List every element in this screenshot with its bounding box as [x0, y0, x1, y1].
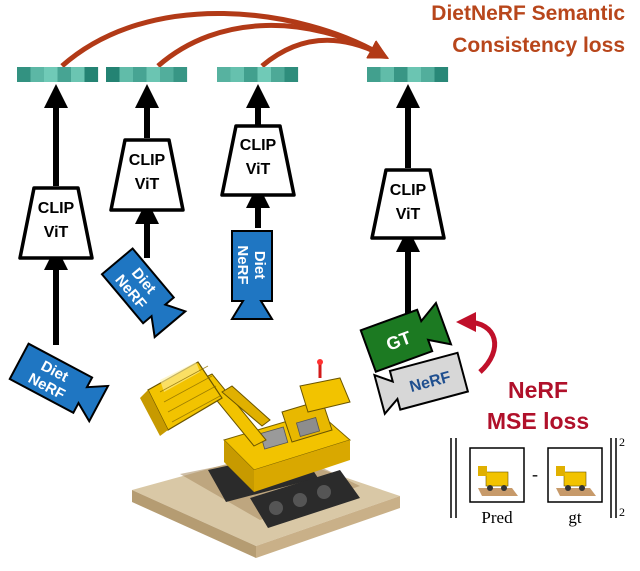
gt-label: gt [568, 508, 582, 527]
embedding-bar-4 [367, 67, 449, 82]
embedding-cell [71, 67, 85, 82]
clip-label-2: CLIP [129, 152, 166, 169]
embedding-cell [57, 67, 72, 82]
clip-encoder-1: CLIP ViT [18, 186, 94, 260]
pred-label: Pred [481, 508, 513, 527]
embedding-cell [146, 67, 161, 82]
pred-thumbnail-icon [478, 466, 518, 496]
title-line-1: DietNeRF Semantic [431, 2, 625, 25]
embedding-cell [394, 67, 408, 82]
clip-label-1: CLIP [38, 200, 75, 217]
embedding-cell [44, 67, 58, 82]
embedding-cell [284, 67, 299, 82]
vit-label-1: ViT [44, 224, 69, 241]
embedding-bar-2 [106, 67, 188, 82]
embedding-bar-1 [17, 67, 99, 82]
diet-nerf-camera-2: Diet NeRF [100, 247, 188, 339]
embedding-cell [30, 67, 45, 82]
mse-title-line-1: NeRF [508, 377, 568, 403]
embedding-cell [230, 67, 245, 82]
embedding-bar-3 [217, 67, 299, 82]
embedding-cell [84, 67, 99, 82]
gt-camera: GT [359, 300, 453, 373]
embedding-cell [407, 67, 422, 82]
return-arrow [456, 312, 498, 374]
mse-title-line-2: MSE loss [487, 408, 589, 434]
embedding-cell [133, 67, 147, 82]
camera-3-label-2: NeRF [234, 245, 251, 284]
embedding-cell [217, 67, 231, 82]
clip-encoder-4: CLIP ViT [370, 168, 446, 240]
flow-arrows [44, 84, 420, 345]
embedding-cell [173, 67, 188, 82]
embedding-cell [244, 67, 258, 82]
diet-nerf-camera-3: Diet NeRF [230, 230, 274, 320]
semantic-arrow-3 [260, 37, 389, 68]
minus-sign: - [532, 464, 538, 484]
embedding-cell [257, 67, 272, 82]
clip-encoder-2: CLIP ViT [109, 138, 185, 212]
embedding-cell [421, 67, 435, 82]
vit-label-4: ViT [396, 206, 421, 223]
embedding-cell [380, 67, 395, 82]
embedding-cell [434, 67, 449, 82]
norm-subscript: 2 [619, 505, 625, 519]
gt-thumbnail-icon [556, 466, 596, 496]
embedding-cell [17, 67, 31, 82]
embedding-bars [17, 67, 449, 82]
semantic-arrows [60, 11, 389, 68]
title-line-2: Consistency loss [452, 34, 625, 57]
clip-label-4: CLIP [390, 182, 427, 199]
lego-bulldozer-scene [132, 359, 400, 558]
vit-label-3: ViT [246, 161, 271, 178]
vit-label-2: ViT [135, 176, 160, 193]
embedding-cell [160, 67, 174, 82]
embedding-cell [271, 67, 285, 82]
clip-encoder-3: CLIP ViT [220, 124, 296, 197]
clip-label-3: CLIP [240, 137, 277, 154]
embedding-cell [106, 67, 120, 82]
embedding-cell [119, 67, 134, 82]
mse-expression: 2 2 - Pred gt [450, 435, 625, 527]
nerf-camera: NeRF [373, 351, 470, 416]
embedding-cell [367, 67, 381, 82]
norm-exponent: 2 [619, 435, 625, 449]
camera-3-label-1: Diet [251, 251, 268, 279]
diet-nerf-camera-1: Diet NeRF [8, 342, 110, 424]
